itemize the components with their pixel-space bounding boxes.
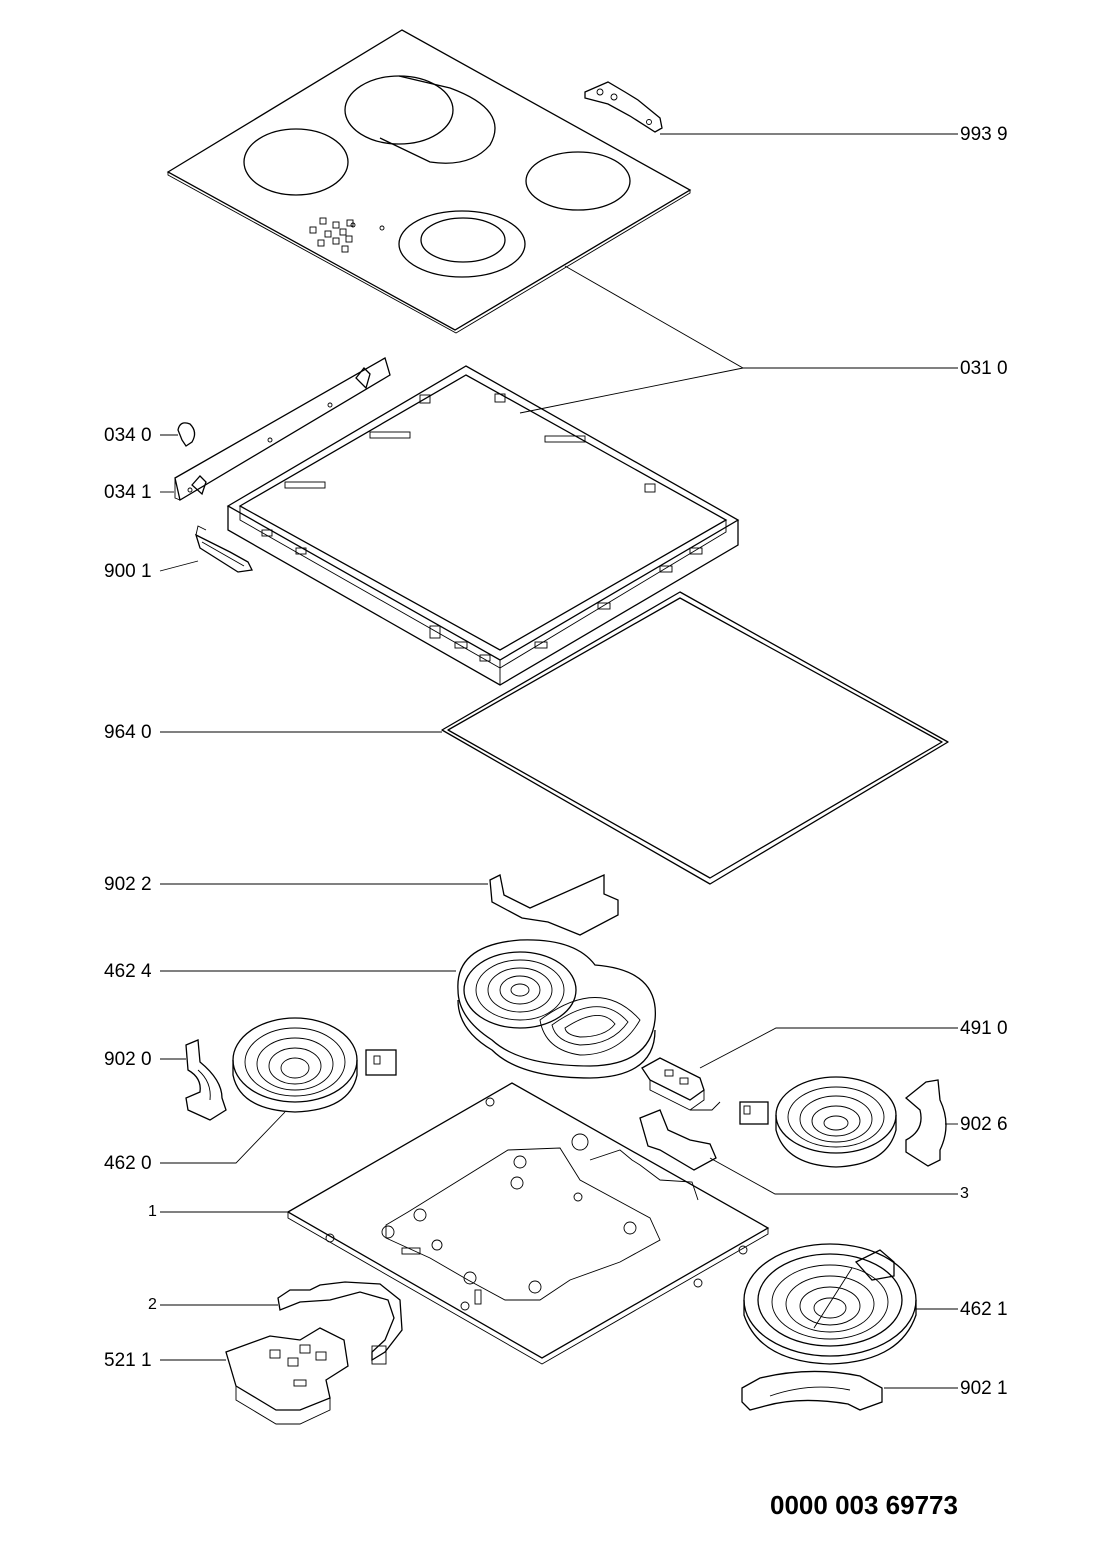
side-rail bbox=[174, 357, 391, 502]
label-part-902-6: 902 6 bbox=[960, 1114, 1008, 1135]
label-part-491-0: 491 0 bbox=[960, 1018, 1008, 1039]
label-part-462-0: 462 0 bbox=[104, 1153, 152, 1174]
label-part-993-9: 993 9 bbox=[960, 124, 1008, 145]
connector-900-1 bbox=[194, 525, 253, 573]
label-part-2: 2 bbox=[148, 1296, 157, 1313]
label-part-3: 3 bbox=[960, 1185, 969, 1202]
label-part-521-1: 521 1 bbox=[104, 1350, 152, 1371]
label-part-902-1: 902 1 bbox=[960, 1378, 1008, 1399]
label-part-964-0: 964 0 bbox=[104, 722, 152, 743]
label-part-902-0: 902 0 bbox=[104, 1049, 152, 1070]
label-part-1: 1 bbox=[148, 1203, 157, 1220]
label-part-034-0: 034 0 bbox=[104, 425, 152, 446]
document-number: 0000 003 69773 bbox=[770, 1490, 958, 1520]
label-part-902-2: 902 2 bbox=[104, 874, 152, 895]
cooktop-frame bbox=[226, 365, 744, 686]
glass-cooktop bbox=[166, 29, 692, 334]
bracket-902-6 bbox=[904, 1079, 947, 1167]
base-tray bbox=[286, 1082, 770, 1365]
bracket-902-2 bbox=[489, 873, 619, 936]
heater-dual-zone bbox=[457, 939, 656, 1079]
touch-control-icons bbox=[309, 217, 385, 253]
label-part-900-1: 900 1 bbox=[104, 561, 152, 582]
bracket-902-1 bbox=[741, 1370, 883, 1411]
bracket-902-0 bbox=[185, 1039, 227, 1121]
leader-lines bbox=[159, 133, 958, 1389]
cable-clip bbox=[177, 422, 196, 447]
bracket-part bbox=[584, 81, 663, 133]
label-part-462-4: 462 4 bbox=[104, 961, 152, 982]
electronic-module bbox=[641, 1057, 721, 1111]
heater-left bbox=[232, 1017, 397, 1113]
heater-right bbox=[739, 1076, 897, 1168]
label-part-034-1: 034 1 bbox=[104, 482, 152, 503]
seal-gasket bbox=[441, 591, 949, 885]
label-part-031-0: 031 0 bbox=[960, 358, 1008, 379]
label-part-462-1: 462 1 bbox=[960, 1299, 1008, 1320]
control-board bbox=[225, 1327, 349, 1425]
heater-bottom-right bbox=[743, 1243, 917, 1365]
bracket-3 bbox=[639, 1109, 717, 1171]
cable-harness bbox=[277, 1281, 403, 1365]
